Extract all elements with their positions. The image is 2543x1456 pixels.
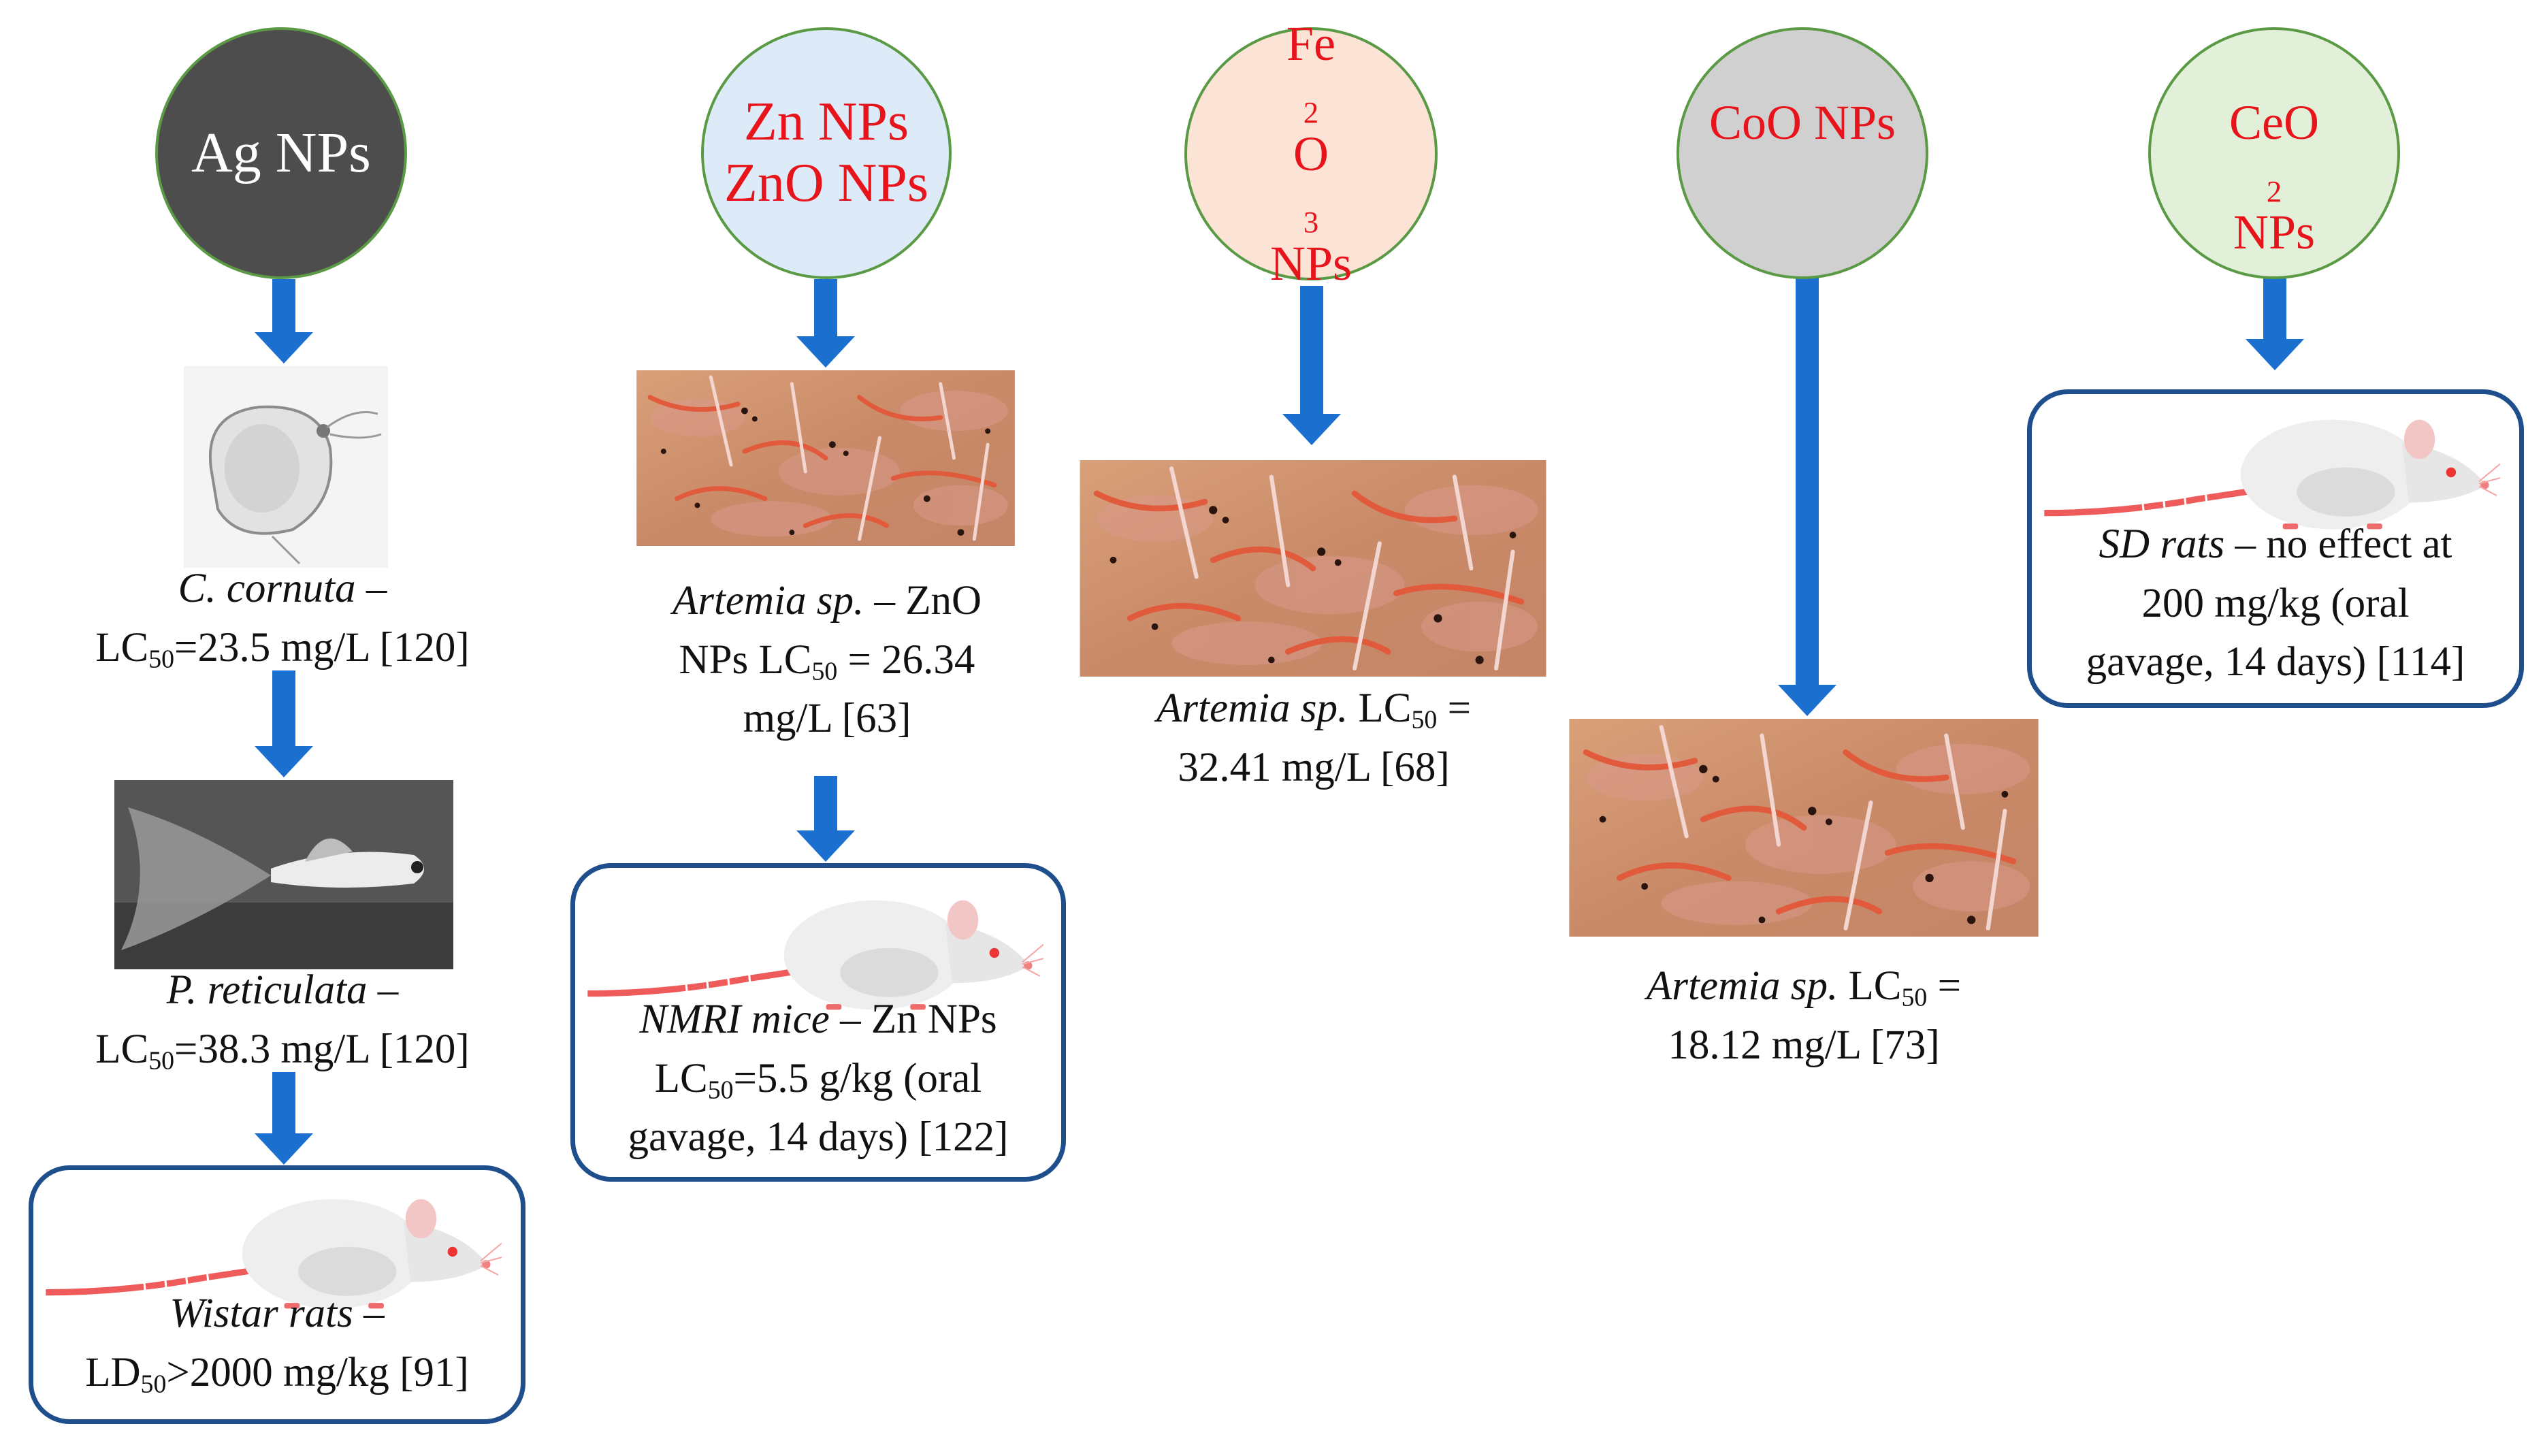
species-nmri: NMRI mice [639,997,830,1042]
arrow-zn-to-artemia [796,279,855,368]
node-coo-nps: CoO NPs [1677,27,1928,279]
caption-artemia-zn: Artemia sp. – ZnO NPs LC50 = 26.34 mg/L … [672,578,982,742]
node-ag-label: Ag NPs [191,120,371,184]
box-sd-rats: SD rats – no effect at 200 mg/kg (oral g… [2027,389,2524,708]
arrow-ag-to-cornuta [255,279,313,363]
caption-sd: SD rats – no effect at 200 mg/kg (oral g… [2086,521,2465,685]
caption-artemia-co: Artemia sp. LC50 = 18.12 mg/L [73] [1647,963,1961,1068]
arrow-ce-to-sd [2246,269,2304,370]
caption-reticulata: P. reticulata – LC50=38.3 mg/L [120] [95,967,470,1075]
node-zn-line2: ZnO NPs [724,153,929,213]
species-cornuta: C. cornuta [178,566,356,611]
arrow-co-to-artemia [1778,269,1836,716]
species-artemia-fe: Artemia sp. [1156,685,1348,731]
arrow-cornuta-to-reticulata [255,670,313,777]
box-wistar-rats: Wistar rats – LD50>2000 mg/kg [91] [29,1165,525,1424]
arrow-reticulata-to-wistar [255,1072,313,1165]
caption-wistar: Wistar rats – LD50>2000 mg/kg [91] [85,1291,469,1399]
node-zn-nps: Zn NPs ZnO NPs [701,27,952,279]
artemia-image-zn [636,370,1015,546]
node-zn-line1: Zn NPs [743,92,909,152]
species-sd: SD rats [2099,521,2225,567]
artemia-image-co [1569,719,2039,937]
arrow-fe-to-artemia [1282,286,1341,445]
species-artemia-co: Artemia sp. [1647,963,1839,1009]
species-reticulata: P. reticulata [166,967,368,1013]
guppy-image [114,780,453,969]
species-artemia-zn: Artemia sp. [672,578,864,624]
caption-cornuta: C. cornuta – LC50=23.5 mg/L [120] [95,566,470,674]
caption-artemia-fe: Artemia sp. LC50 = 32.41 mg/L [68] [1156,685,1471,790]
node-ag-nps: Ag NPs [155,27,407,279]
daphnia-image [184,366,388,568]
box-nmri-mice: NMRI mice – Zn NPs LC50=5.5 g/kg (oral g… [570,863,1066,1182]
artemia-image-fe [1079,460,1547,677]
arrow-artemia-to-nmri [796,776,855,862]
caption-nmri: NMRI mice – Zn NPs LC50=5.5 g/kg (oral g… [628,997,1009,1161]
species-wistar: Wistar rats [169,1291,353,1336]
node-co-label: CoO NPs [1708,95,1896,150]
